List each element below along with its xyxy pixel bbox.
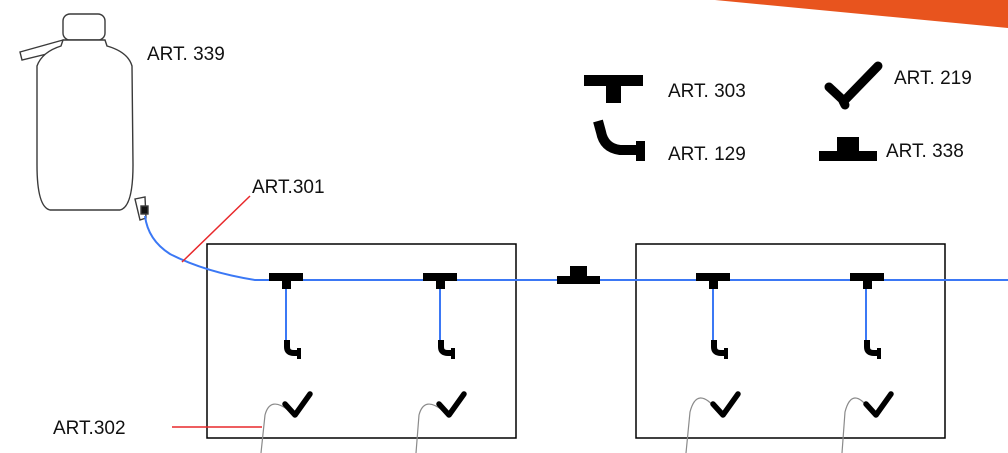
tee-fittings (269, 273, 884, 289)
drop-tubes (285, 282, 867, 340)
legend-tee-icon (584, 75, 643, 103)
legend-connector-icon (819, 137, 877, 161)
drip-lines (260, 397, 871, 453)
bottle (19, 13, 149, 221)
label-art302: ART.302 (53, 418, 126, 439)
legend-label-art219: ART. 219 (894, 68, 972, 89)
label-art301: ART.301 (252, 177, 325, 198)
legend-check-icon (824, 61, 883, 110)
main-tube (144, 215, 1008, 281)
corner-accent (715, 0, 1008, 28)
elbow-fittings (284, 340, 881, 359)
label-art339: ART. 339 (147, 44, 225, 65)
legend-label-art129: ART. 129 (668, 144, 746, 165)
box-left (206, 243, 517, 439)
box-right (635, 243, 946, 439)
dripper-fittings (282, 391, 894, 418)
connector-fitting (557, 266, 600, 284)
legend-label-art338: ART. 338 (886, 141, 964, 162)
legend-elbow-icon (593, 119, 645, 161)
legend-label-art303: ART. 303 (668, 81, 746, 102)
leader-art301 (181, 195, 251, 263)
